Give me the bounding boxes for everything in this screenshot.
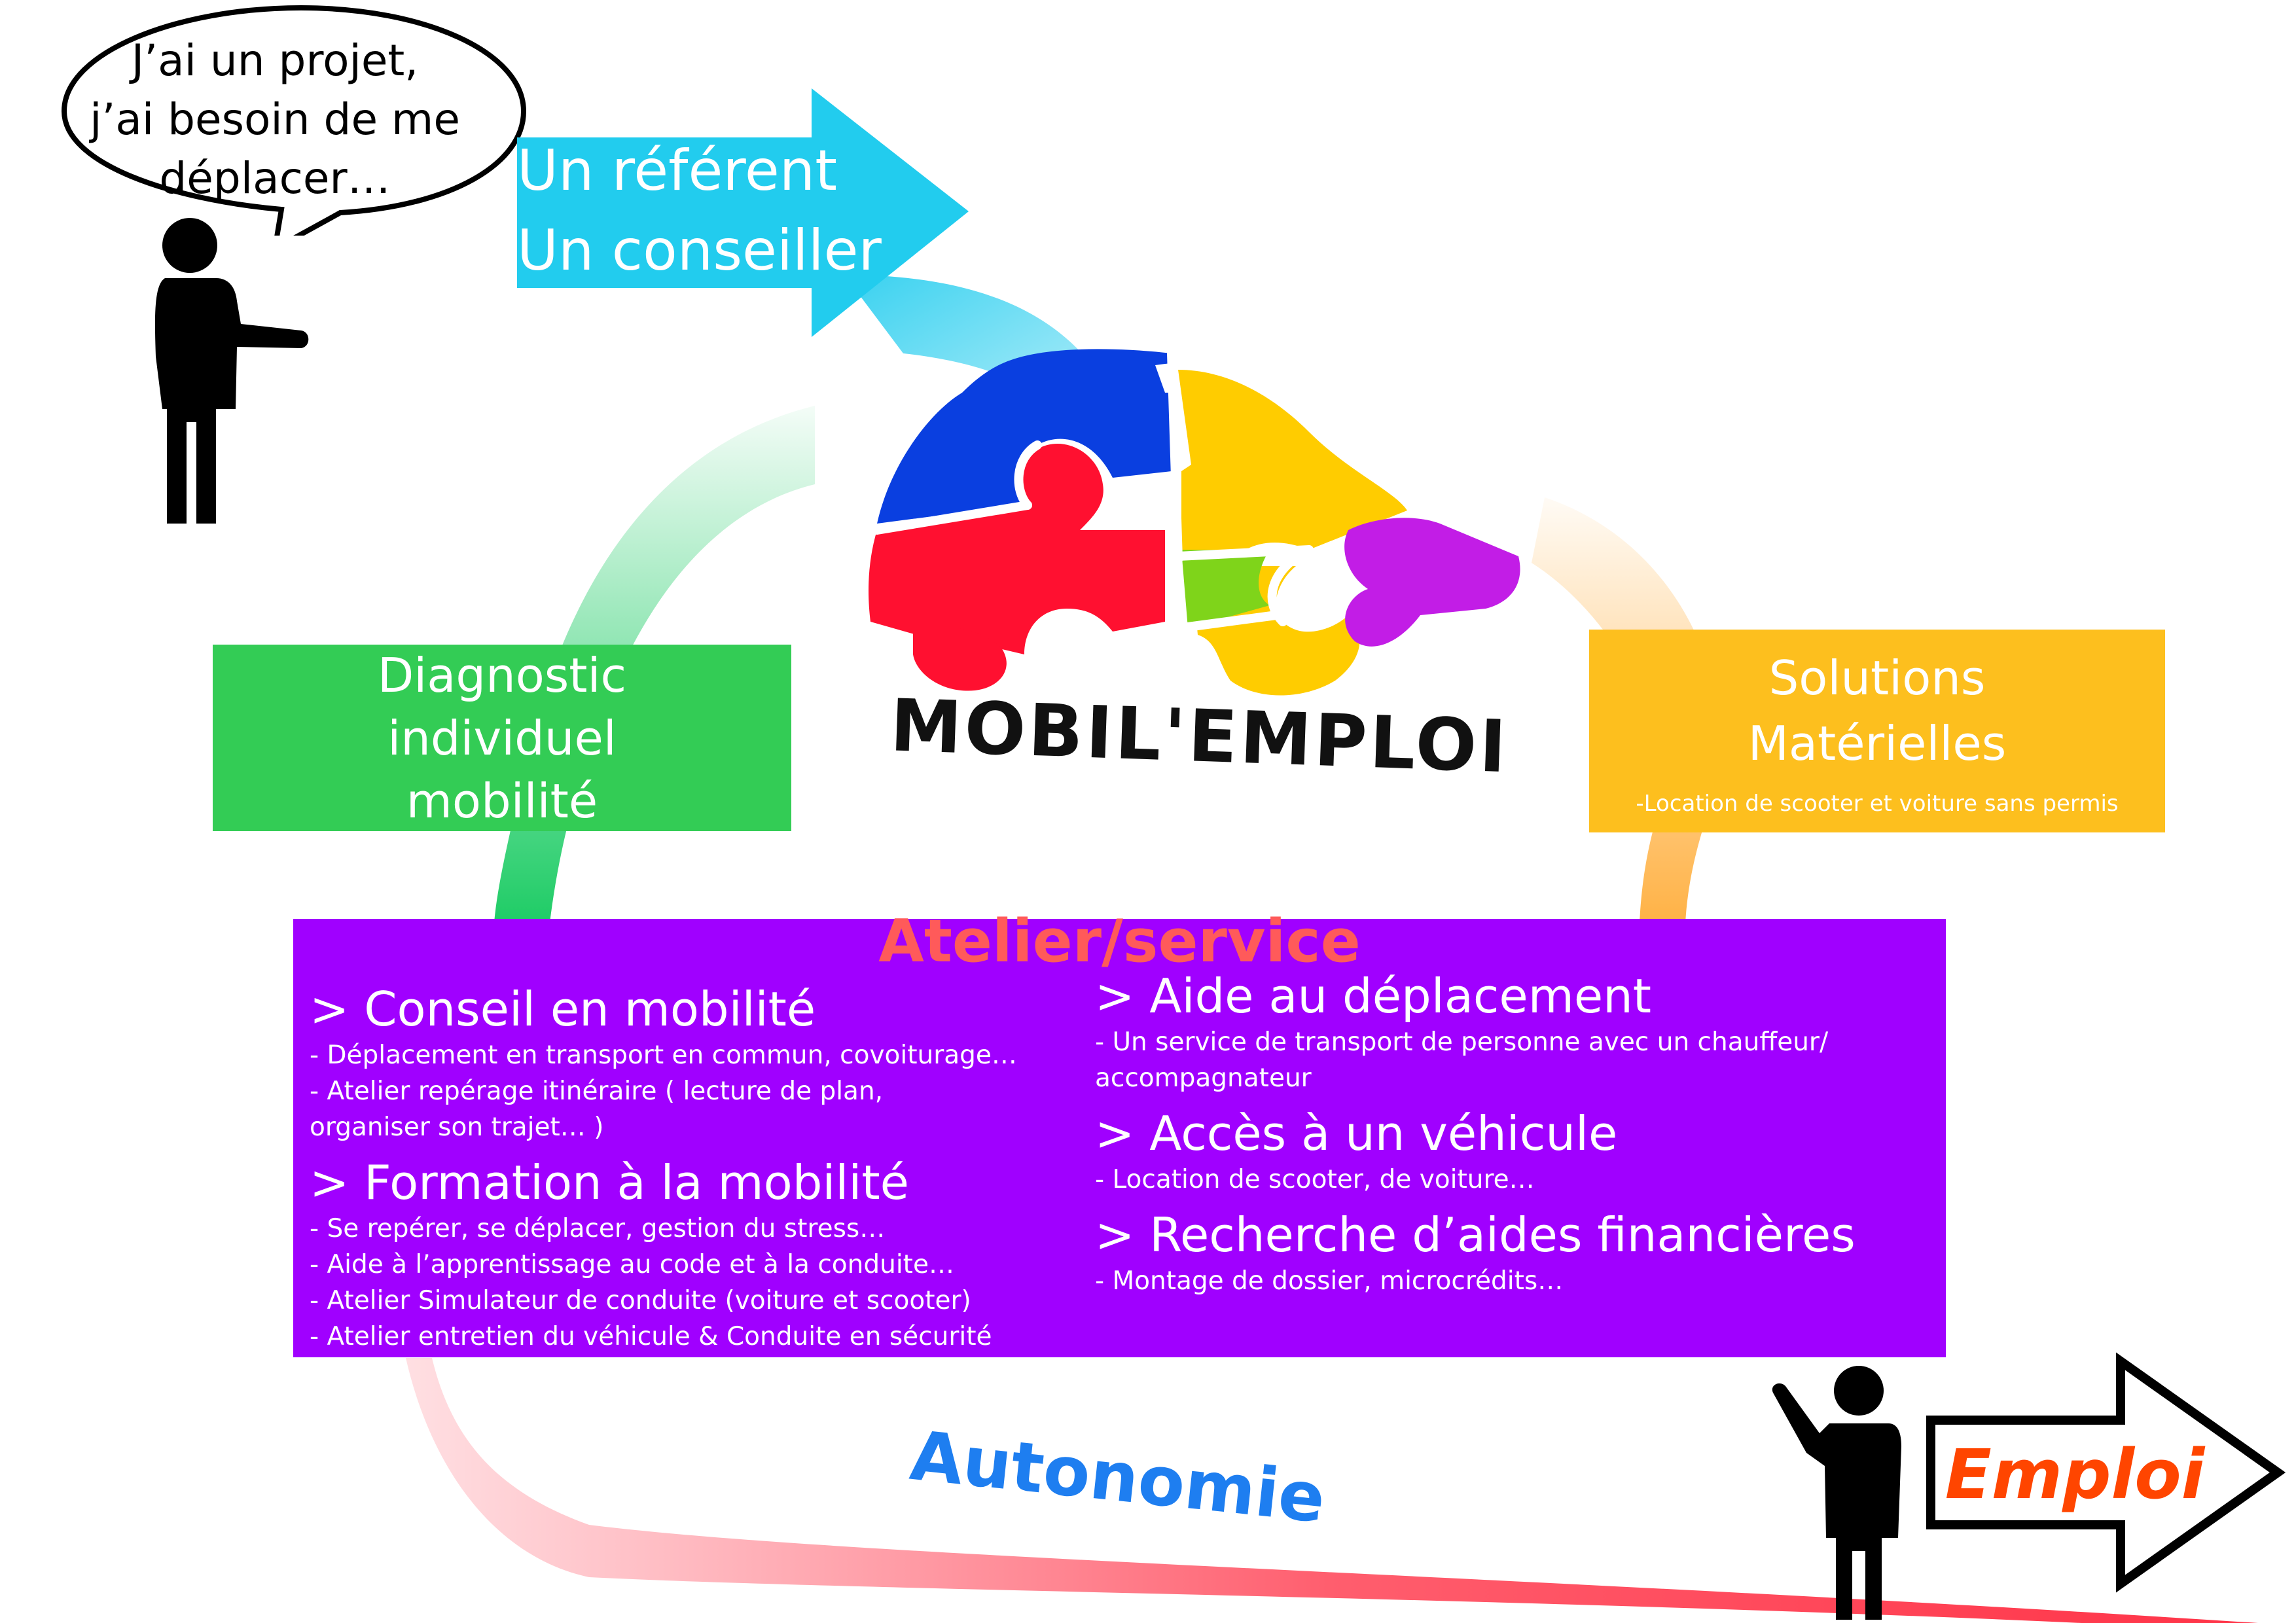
autonomie-flow-swoosh [406,1358,2258,1623]
section-item: - Déplacement en transport en commun, co… [310,1041,1017,1070]
section-item: - Atelier entretien du véhicule & Condui… [310,1322,992,1351]
section-item: - Atelier Simulateur de conduite (voitur… [310,1286,971,1315]
solutions-line-2: Matérielles [1748,716,2007,771]
section-item: - Aide à l’apprentissage au code et à la… [310,1250,954,1279]
diagnostic-line-1: Diagnostic [377,647,627,703]
emploi-label: Emploi [1945,1435,2205,1514]
person-icon [154,218,309,524]
section-title: > Formation à la mobilité [310,1155,909,1210]
referent-line-2: Un conseiller [517,218,882,283]
section-acces-vehicule: > Accès à un véhicule - Location de scoo… [1095,1105,1933,1198]
atelier-service-box: Atelier/service > Conseil en mobilité - … [293,907,1946,1357]
atelier-title: Atelier/service [878,907,1361,976]
referent-arrow-text: Un référent Un conseiller [517,131,910,291]
speech-bubble-text: J’ai un projet, j’ai besoin de me déplac… [79,31,471,208]
section-title: > Conseil en mobilité [310,982,816,1037]
solutions-note: -Location de scooter et voiture sans per… [1636,791,2119,817]
solutions-box: Solutions Matérielles -Location de scoot… [1589,630,2165,832]
emploi-arrow-shape [1926,1352,2286,1593]
section-item: - Location de scooter, de voiture… [1095,1165,1535,1194]
referent-line-1: Un référent [517,138,837,204]
section-item: accompagnateur [1095,1063,1312,1093]
referent-arrow-shape [517,88,969,337]
section-title: > Aide au déplacement [1095,969,1652,1024]
diagnostic-box: Diagnostic individuel mobilité [213,645,791,831]
section-formation-mobilite: > Formation à la mobilité - Se repérer, … [310,1154,1062,1355]
bubble-line-3: déplacer… [159,153,391,204]
speech-bubble-shape [61,5,527,236]
section-conseil-mobilite: > Conseil en mobilité - Déplacement en t… [310,981,1062,1145]
section-item: - Montage de dossier, microcrédits… [1095,1266,1564,1296]
bubble-line-2: j’ai besoin de me [90,94,460,145]
section-title: > Accès à un véhicule [1095,1106,1618,1161]
section-item: - Atelier repérage itinéraire ( lecture … [310,1077,884,1106]
solutions-line-1: Solutions [1768,651,1986,705]
diagnostic-line-2: individuel [387,710,617,766]
waving-person-icon [1772,1366,1901,1620]
section-aides-financieres: > Recherche d’aides financières - Montag… [1095,1207,1933,1299]
section-item: - Se repérer, se déplacer, gestion du st… [310,1214,886,1243]
section-title: > Recherche d’aides financières [1095,1207,1856,1262]
car-puzzle-logo [869,349,1520,696]
bubble-line-1: J’ai un projet, [131,35,419,86]
diagnostic-line-3: mobilité [406,773,598,829]
section-item: organiser son trajet… ) [310,1113,604,1142]
section-aide-deplacement: > Aide au déplacement - Un service de tr… [1095,968,1933,1096]
section-item: - Un service de transport de personne av… [1095,1027,1829,1057]
